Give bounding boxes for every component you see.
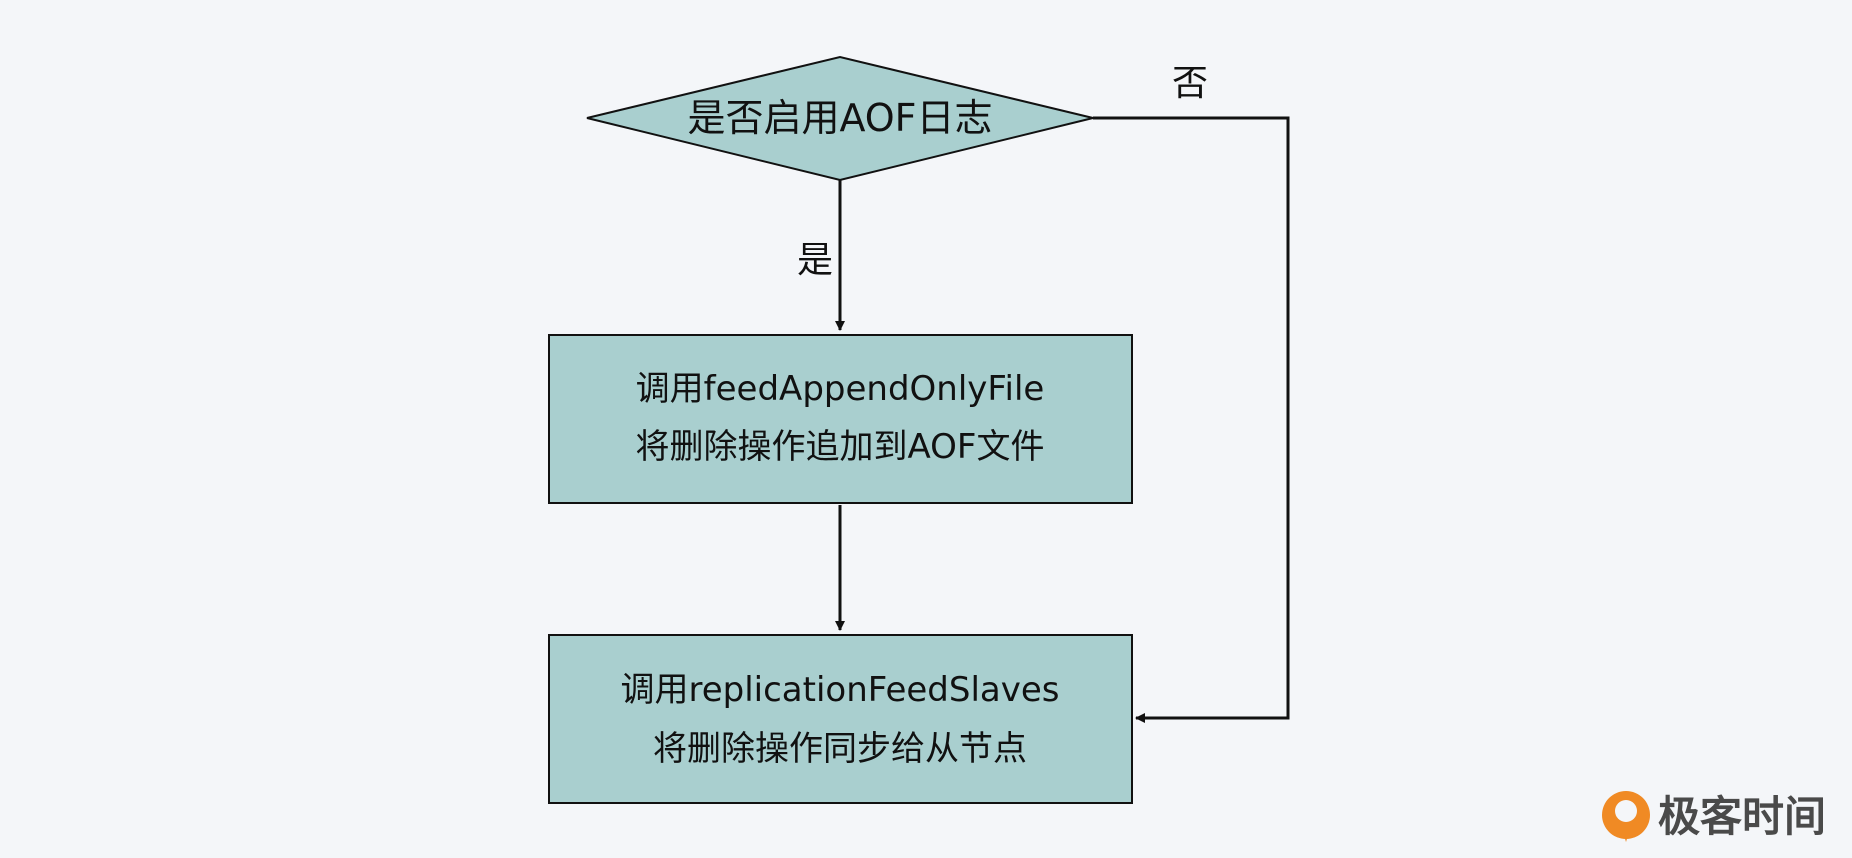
decision-node: 是否启用AOF日志 (586, 55, 1094, 182)
edge-no-line (1093, 116, 1290, 723)
replication-step-node: 调用replicationFeedSlaves 将删除操作同步给从节点 (548, 634, 1133, 804)
edge-no-label: 否 (1172, 63, 1208, 104)
edge-no: 否 (1093, 63, 1290, 723)
brand-mark-icon (1602, 791, 1650, 842)
aof-step-line1: 调用feedAppendOnlyFile (636, 369, 1045, 409)
aof-step-node: 调用feedAppendOnlyFile 将删除操作追加到AOF文件 (548, 334, 1133, 504)
edge-yes-label: 是 (797, 240, 833, 281)
edge-yes: 是 (797, 180, 845, 331)
brand-logo: 极客时间 (1602, 791, 1826, 842)
decision-label: 是否启用AOF日志 (687, 96, 992, 140)
replication-step-line2: 将删除操作同步给从节点 (653, 729, 1027, 769)
aof-step-line2: 将删除操作追加到AOF文件 (636, 427, 1045, 467)
brand-name: 极客时间 (1658, 792, 1826, 841)
replication-step-line1: 调用replicationFeedSlaves (620, 670, 1059, 710)
aof-step-box (548, 334, 1133, 504)
replication-step-box (548, 634, 1133, 804)
